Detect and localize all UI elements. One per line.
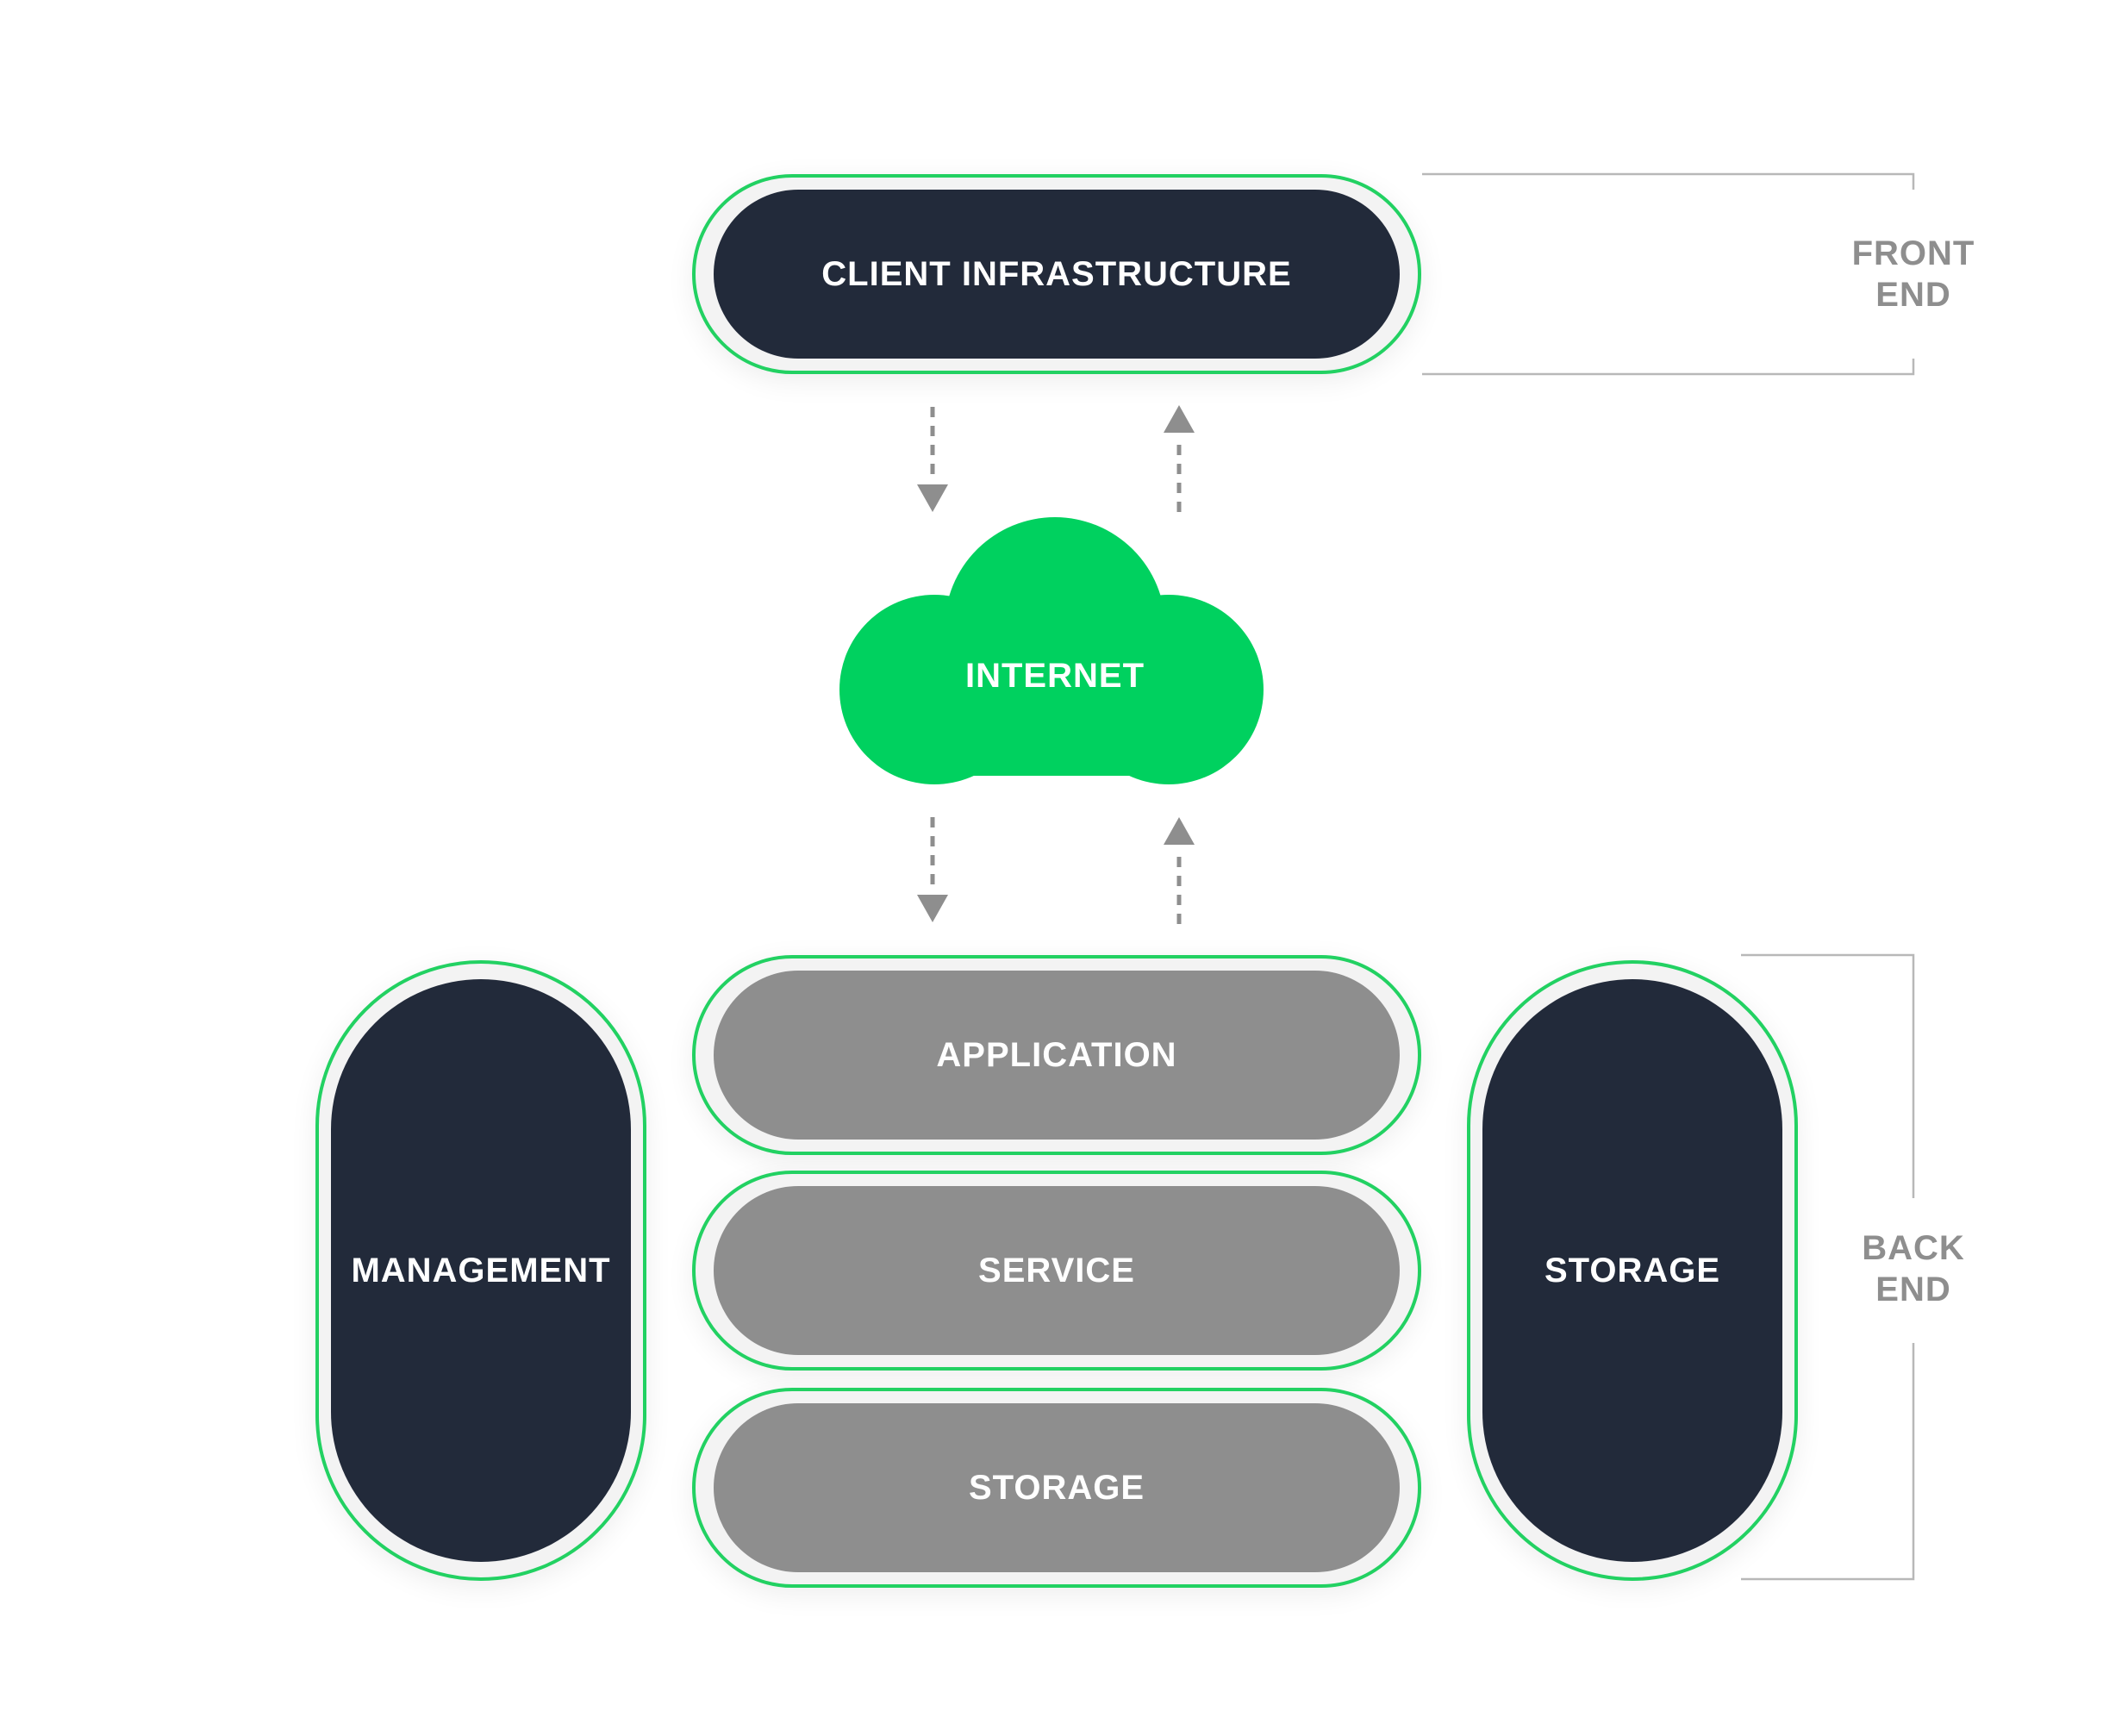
service-box: SERVICE [714, 1186, 1400, 1355]
arrow-up-internet-to-client [1164, 405, 1195, 512]
management-box: MANAGEMENT [331, 979, 631, 1562]
client-infrastructure-label: CLIENT INFRASTRUCTURE [821, 254, 1292, 293]
application-box: APPLICATION [714, 971, 1400, 1140]
arrow-up-application-to-internet [1164, 817, 1195, 924]
arrow-down-internet-to-application [917, 817, 948, 922]
internet-cloud-shape [839, 517, 1264, 784]
arrow-down-client-to-internet [917, 407, 948, 512]
storage-center-label: STORAGE [968, 1468, 1145, 1507]
back-end-label: BACK END [1827, 1227, 2000, 1310]
internet-label: INTERNET [965, 657, 1145, 695]
storage-center-box: STORAGE [714, 1403, 1400, 1572]
service-label: SERVICE [978, 1251, 1135, 1290]
application-label: APPLICATION [936, 1035, 1177, 1074]
back-end-label-line2: END [1875, 1271, 1951, 1308]
front-end-label-line1: FRONT [1851, 234, 1975, 272]
management-label: MANAGEMENT [351, 1251, 611, 1290]
back-end-label-line1: BACK [1862, 1229, 1965, 1267]
front-end-label: FRONT END [1827, 233, 2000, 315]
storage-right-box: STORAGE [1482, 979, 1782, 1562]
client-infrastructure-box: CLIENT INFRASTRUCTURE [714, 190, 1400, 359]
front-end-label-line2: END [1875, 276, 1951, 314]
storage-right-label: STORAGE [1544, 1251, 1721, 1290]
